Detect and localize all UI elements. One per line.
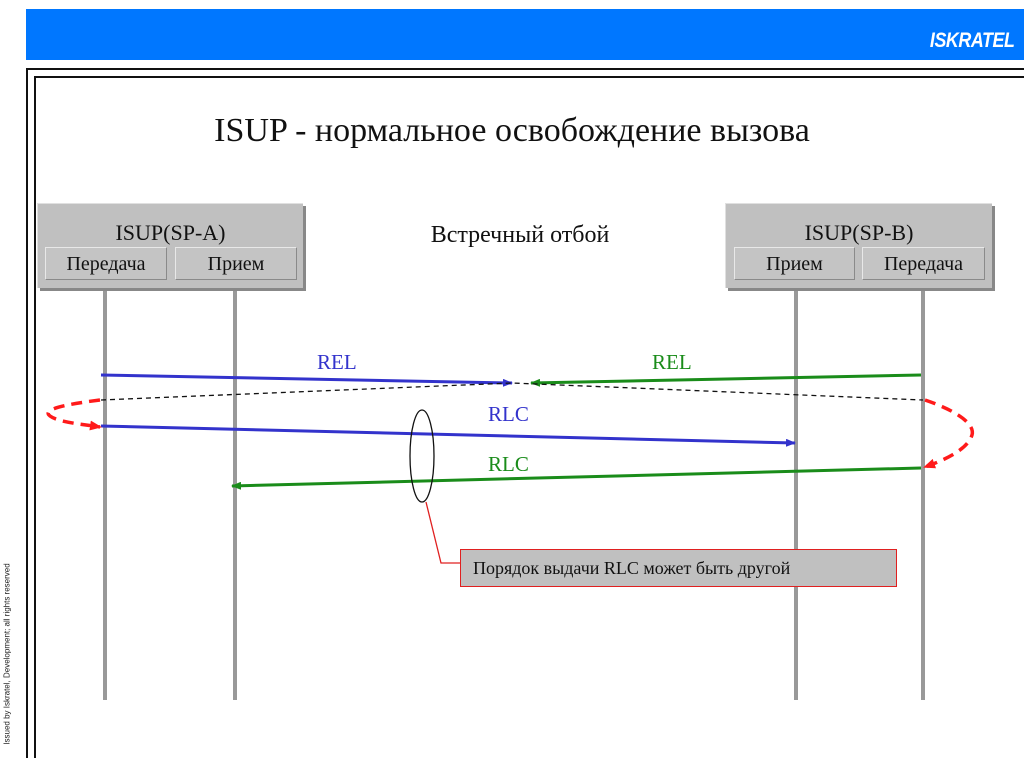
message-label-rel-a: REL (317, 350, 357, 374)
rlc-arrow-a (100, 424, 796, 447)
node-title: ISUP(SP-B) (804, 220, 914, 245)
frame-line (26, 68, 28, 758)
callout-leader (425, 501, 460, 564)
collision-line (100, 382, 924, 401)
frame-line (27, 68, 1024, 70)
loop-arrow-b (923, 398, 975, 469)
iskratel-logo: ISKRATEL (929, 29, 1014, 52)
rlc-arrow-b (231, 466, 922, 490)
frame-line (35, 76, 1024, 78)
node-sp-b: ISUP(SP-B) Прием Передача (725, 203, 992, 288)
port-a-receive: Прием (175, 247, 297, 280)
slide-title: ISUP - нормальное освобождение вызова (214, 112, 810, 149)
loop-arrow-a (46, 398, 102, 431)
message-label-rel-b: REL (652, 350, 692, 374)
port-b-send: Передача (862, 247, 985, 280)
port-a-send: Передача (45, 247, 167, 280)
header-banner: ISKRATEL (26, 9, 1024, 60)
rel-arrow-b (530, 373, 922, 387)
message-label-rlc-a: RLC (488, 402, 529, 426)
message-label-rlc-b: RLC (488, 452, 529, 476)
rlc-order-highlight (409, 409, 435, 503)
callout-box: Порядок выдачи RLC может быть другой (460, 549, 897, 587)
node-title: ISUP(SP-A) (115, 220, 226, 245)
slide-subtitle: Встречный отбой (430, 222, 610, 248)
frame-line (34, 76, 36, 758)
rel-arrow-a (100, 373, 513, 387)
port-b-receive: Прием (734, 247, 855, 280)
node-sp-a: ISUP(SP-A) Передача Прием (37, 203, 303, 288)
